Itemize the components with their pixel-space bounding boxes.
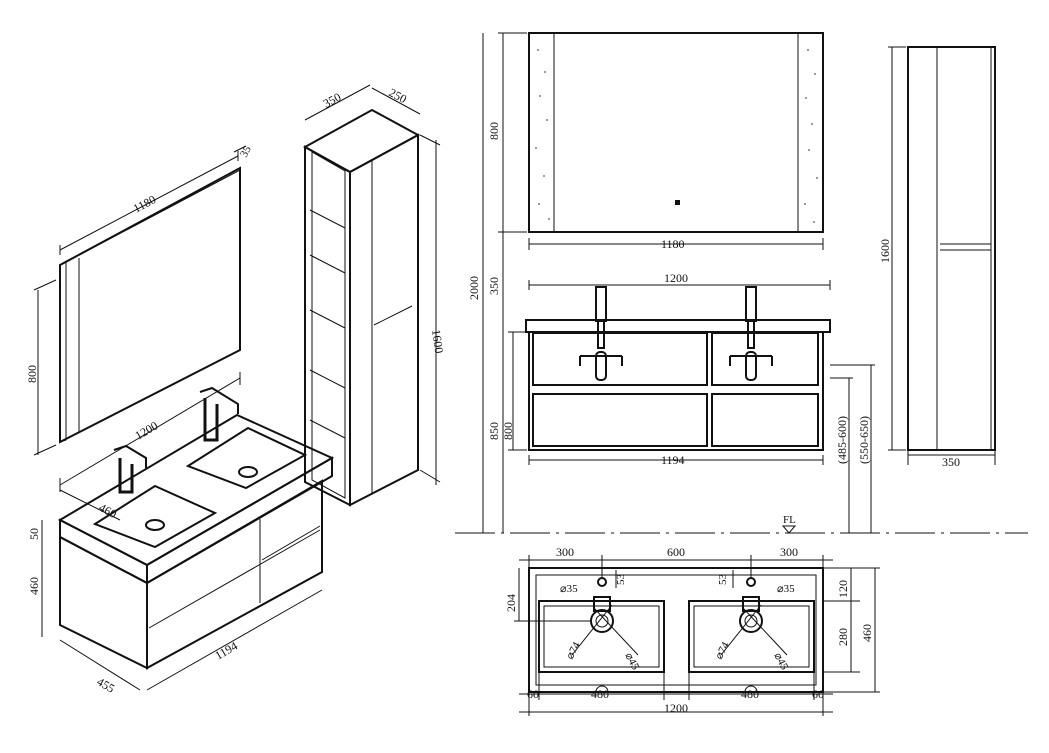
iso-mirror: 1180 35 800 (25, 144, 254, 456)
plan-drain-left-outer: ⌀74 (564, 640, 583, 662)
plan-left-offset: 300 (556, 545, 574, 559)
front-faucet-left (579, 286, 623, 381)
front-top-width: 1200 (664, 271, 688, 285)
plan-hole-offset-right: 53 (717, 574, 729, 586)
led-switch-icon (675, 200, 680, 205)
front-range-2: (550-650) (857, 416, 871, 464)
plan-depth: 460 (860, 624, 874, 642)
iso-mirror-width: 1180 (131, 192, 158, 215)
front-mirror: 1180 800 (487, 32, 824, 251)
plan-basin-right: 480 (741, 687, 759, 701)
tap-hole-left-icon (597, 577, 607, 587)
side-width: 350 (942, 455, 960, 469)
plan-basin-top-left: 204 (504, 594, 518, 612)
drain-left-icon (590, 609, 614, 633)
front-range-1: (485-600) (835, 416, 849, 464)
iso-body-width: 1194 (213, 639, 240, 663)
front-mirror-height: 800 (487, 122, 501, 140)
iso-mirror-depth: 35 (238, 144, 254, 160)
iso-cabinet-depth: 250 (387, 85, 409, 106)
floor-level-icon (781, 525, 797, 534)
iso-cabinet-width: 350 (321, 90, 343, 111)
plan-total-width: 1200 (664, 701, 688, 715)
iso-vanity: 1200 460 50 460 1194 455 (27, 372, 335, 696)
plan-drain-left-inner: ⌀45 (622, 651, 641, 673)
plan-hole-left: ⌀35 (560, 583, 578, 595)
iso-body-height: 460 (27, 577, 41, 595)
iso-top-width: 1200 (133, 418, 161, 442)
front-install-height: 850 (487, 422, 501, 440)
tap-hole-right-icon (746, 577, 756, 587)
front-vanity: 1200 1194 (487, 271, 875, 533)
iso-cabinet-height: 1600 (429, 328, 446, 354)
front-gap: 350 (487, 277, 501, 295)
front-mirror-width: 1180 (661, 237, 685, 251)
iso-tall-cabinet: 350 250 1600 (302, 84, 446, 507)
plan-back-gap: 120 (836, 580, 850, 598)
front-elevation: 1180 800 350 2000 1200 (455, 32, 1028, 534)
plan-drain-right-outer: ⌀74 (713, 640, 732, 662)
front-faucet-right (729, 286, 773, 381)
side-height: 1600 (878, 239, 892, 263)
plan-center-spacing: 600 (667, 545, 685, 559)
drain-right-icon (739, 609, 763, 633)
front-total-height: 2000 (467, 276, 481, 300)
plan-edge-left: 60 (527, 687, 539, 701)
plan-basin-left: 480 (591, 687, 609, 701)
iso-top-thickness: 50 (27, 528, 41, 540)
plan-basin-depth: 280 (836, 628, 850, 646)
plan-hole-right: ⌀35 (777, 583, 795, 595)
side-elevation: 1600 350 (878, 46, 996, 469)
plan-drain-right-inner: ⌀45 (771, 651, 790, 673)
isometric-view: 1180 35 800 350 250 1600 (25, 84, 446, 696)
plan-hole-offset-left: 53 (615, 574, 627, 586)
plan-right-offset: 300 (780, 545, 798, 559)
front-body-height: 800 (501, 422, 515, 440)
iso-mirror-height: 800 (25, 365, 39, 383)
floor-label: FL (783, 514, 796, 526)
plan-view: 300 600 300 ⌀35 ⌀35 53 53 204 ⌀74 ⌀45 ⌀7… (504, 545, 880, 716)
iso-body-depth: 455 (95, 674, 118, 695)
plan-edge-right: 60 (812, 687, 824, 701)
front-body-width: 1194 (661, 453, 685, 467)
